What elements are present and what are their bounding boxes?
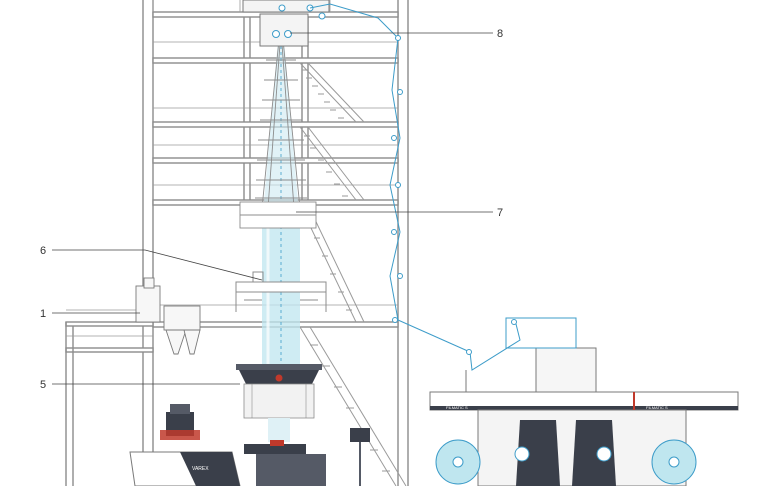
extruder: VAREX bbox=[129, 404, 370, 486]
callout-7: 7 bbox=[497, 207, 503, 219]
callout-6: 6 bbox=[40, 245, 46, 257]
dosing-station bbox=[135, 277, 201, 355]
callout-line-6 bbox=[52, 249, 263, 281]
callout-5: 5 bbox=[40, 379, 46, 391]
winder-left-label: FILMATIC S bbox=[446, 405, 468, 410]
winder-right-label: FILMATIC S bbox=[646, 405, 668, 410]
film-path bbox=[309, 3, 521, 371]
winder: FILMATIC S FILMATIC S bbox=[429, 317, 739, 486]
film-bubble bbox=[262, 28, 300, 440]
haul-off-unit bbox=[242, 0, 330, 47]
callout-1: 1 bbox=[40, 308, 46, 320]
extruder-brand-label: VAREX bbox=[192, 466, 209, 472]
callout-8: 8 bbox=[497, 28, 503, 40]
tower-frame bbox=[65, 0, 409, 486]
collapsing-frame bbox=[239, 39, 317, 229]
die-air-ring bbox=[236, 364, 322, 442]
bubble-sizing-cage bbox=[235, 271, 327, 312]
callouts bbox=[52, 32, 493, 385]
railings bbox=[66, 0, 398, 337]
